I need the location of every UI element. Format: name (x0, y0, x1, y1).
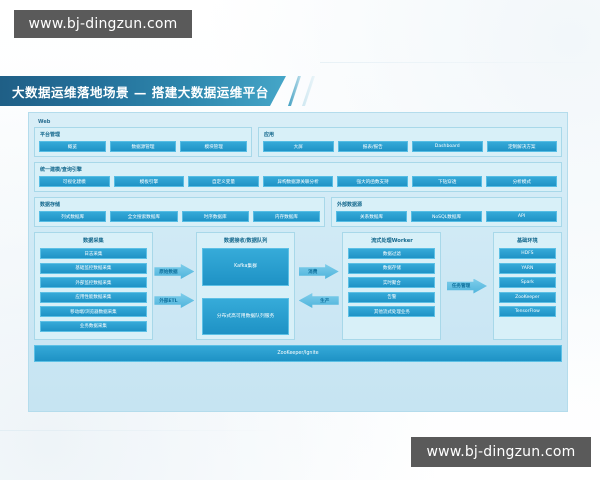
infra-item-spark[interactable]: Spark (498, 277, 556, 288)
architecture-diagram: Web 平台管理 概览 数据源管理 模块管理 应用 大屏 报表/报告 Dashb… (28, 112, 568, 412)
storage-button-timeseries[interactable]: 时序数据库 (181, 211, 249, 222)
data-storage-panel: 数据存储 列式数据库 全文搜索数据库 时序数据库 内存数据库 (34, 197, 325, 227)
external-source-panel: 外部数据源 关系数据库 NoSQL数据库 API (331, 197, 562, 227)
application-button-report[interactable]: 报表/报告 (337, 141, 408, 152)
platform-button-overview[interactable]: 概览 (39, 141, 106, 152)
external-button-rdbms[interactable]: 关系数据库 (336, 211, 407, 222)
data-queue-title: 数据接收/数据队列 (223, 238, 268, 244)
arrow-produce: 生产 (298, 293, 339, 308)
web-layer-label: Web (38, 119, 51, 125)
modeling-engine-panel: 统一建模/查询引擎 可视化建模 模板引擎 自定义变量 异构数据源关联分析 强大的… (34, 162, 562, 192)
platform-management-panel: 平台管理 概览 数据源管理 模块管理 (34, 127, 252, 157)
modeling-button-analysis-mode[interactable]: 分析模式 (486, 176, 558, 187)
storage-button-inmemory[interactable]: 内存数据库 (252, 211, 320, 222)
collection-to-queue-arrows: 原始数据 外部ETL (153, 232, 196, 340)
data-collection-items: 日志采集 基础监控数据采集 外部监控数据采集 应用性能数据采集 移动端/浏览器数… (40, 248, 147, 335)
infra-item-tensorflow[interactable]: TensorFlow (498, 306, 556, 317)
external-source-buttons: 关系数据库 NoSQL数据库 API (336, 211, 557, 222)
watermark-top: www.bj-dingzun.com (14, 10, 192, 38)
banner-slash-icon (302, 76, 315, 106)
modeling-button-functions[interactable]: 强大的函数支持 (337, 176, 408, 187)
infrastructure-title: 基础环境 (516, 238, 538, 244)
banner-title: 大数据运维落地场景 — 搭建大数据运维平台 (0, 76, 286, 106)
collection-item-external-monitor[interactable]: 外部监控数据采集 (40, 277, 147, 288)
infrastructure-column: 基础环境 HDFS YARN Spark ZooKeeper TensorFlo… (492, 232, 562, 340)
application-button-custom-solution[interactable]: 定制解决方案 (486, 141, 557, 152)
background-streak (0, 430, 280, 431)
external-button-nosql[interactable]: NoSQL数据库 (411, 211, 482, 222)
data-queue-blocks: Kafka集群 分布式高可用数据队列服务 (202, 248, 290, 335)
storage-button-fulltext[interactable]: 全文搜索数据库 (110, 211, 178, 222)
data-collection-title: 数据采集 (82, 238, 104, 244)
queue-block-kafka[interactable]: Kafka集群 (202, 248, 290, 286)
stream-processing-title: 流式处理Worker (370, 238, 413, 244)
modeling-engine-title: 统一建模/查询引擎 (40, 167, 82, 173)
infra-item-hdfs[interactable]: HDFS (498, 248, 556, 259)
application-button-dashboard[interactable]: Dashboard (412, 141, 483, 152)
application-panel: 应用 大屏 报表/报告 Dashboard 定制解决方案 (258, 127, 562, 157)
infra-item-yarn[interactable]: YARN (498, 262, 556, 274)
modeling-engine-buttons: 可视化建模 模板引擎 自定义变量 异构数据源关联分析 强大的函数支持 下钻穿透 … (39, 176, 558, 187)
external-button-api[interactable]: API (486, 211, 557, 222)
modeling-button-visual[interactable]: 可视化建模 (39, 176, 110, 187)
infra-item-zookeeper[interactable]: ZooKeeper (498, 291, 556, 303)
arrow-task-management: 任务管理 (447, 278, 488, 294)
external-source-title: 外部数据源 (337, 202, 363, 208)
stream-item-other[interactable]: 其他流式处理业务 (348, 306, 436, 317)
storage-button-columnar[interactable]: 列式数据库 (39, 211, 107, 222)
background-streak (320, 62, 600, 63)
infrastructure-items: HDFS YARN Spark ZooKeeper TensorFlow (498, 248, 556, 335)
arrow-raw-data: 原始数据 (154, 264, 195, 279)
data-storage-buttons: 列式数据库 全文搜索数据库 时序数据库 内存数据库 (39, 211, 320, 222)
application-button-bigscreen[interactable]: 大屏 (263, 141, 334, 152)
stream-item-filter[interactable]: 数据过滤 (348, 248, 436, 259)
data-queue-column: 数据接收/数据队列 Kafka集群 分布式高可用数据队列服务 (196, 232, 296, 340)
stream-to-infra-arrows: 任务管理 (441, 232, 492, 340)
platform-button-module[interactable]: 模块管理 (180, 141, 248, 152)
collection-item-business[interactable]: 业务数据采集 (40, 320, 147, 332)
watermark-bottom: www.bj-dingzun.com (411, 437, 591, 467)
arrow-consume: 消费 (298, 264, 339, 279)
stream-processing-items: 数据过滤 数据存储 实时聚合 告警 其他流式处理业务 (348, 248, 436, 335)
collection-item-log[interactable]: 日志采集 (40, 248, 147, 259)
stream-processing-column: 流式处理Worker 数据过滤 数据存储 实时聚合 告警 其他流式处理业务 (342, 232, 442, 340)
modeling-button-drilldown[interactable]: 下钻穿透 (411, 176, 483, 187)
data-collection-column: 数据采集 日志采集 基础监控数据采集 外部监控数据采集 应用性能数据采集 移动端… (34, 232, 153, 340)
stream-item-realtime-aggregate[interactable]: 实时聚合 (348, 277, 436, 288)
storage-row: 数据存储 列式数据库 全文搜索数据库 时序数据库 内存数据库 外部数据源 关系数… (34, 197, 562, 227)
arrow-external-etl: 外部ETL (154, 293, 195, 308)
modeling-button-template[interactable]: 模板引擎 (113, 176, 185, 187)
bottom-coordination-bar[interactable]: ZooKeeper/Ignite (34, 345, 562, 362)
modeling-button-variable[interactable]: 自定义变量 (188, 176, 259, 187)
web-layer-row: 平台管理 概览 数据源管理 模块管理 应用 大屏 报表/报告 Dashboard… (34, 127, 562, 157)
platform-management-buttons: 概览 数据源管理 模块管理 (39, 141, 248, 152)
collection-item-app-performance[interactable]: 应用性能数据采集 (40, 291, 147, 303)
stream-item-alert[interactable]: 告警 (348, 291, 436, 303)
queue-block-distributed[interactable]: 分布式高可用数据队列服务 (202, 297, 290, 335)
application-title: 应用 (264, 132, 275, 138)
queue-spacer (202, 289, 289, 294)
collection-item-basic-monitor[interactable]: 基础监控数据采集 (40, 262, 147, 274)
collection-item-mobile-browser[interactable]: 移动端/浏览器数据采集 (40, 306, 147, 317)
platform-button-datasource[interactable]: 数据源管理 (109, 141, 177, 152)
pipeline-row: 数据采集 日志采集 基础监控数据采集 外部监控数据采集 应用性能数据采集 移动端… (34, 232, 562, 340)
stream-item-storage[interactable]: 数据存储 (348, 262, 436, 274)
queue-to-stream-arrows: 消费 生产 (295, 232, 342, 340)
application-buttons: 大屏 报表/报告 Dashboard 定制解决方案 (263, 141, 557, 152)
modeling-engine-row: 统一建模/查询引擎 可视化建模 模板引擎 自定义变量 异构数据源关联分析 强大的… (34, 162, 562, 192)
platform-management-title: 平台管理 (40, 132, 61, 138)
modeling-button-heterogeneous[interactable]: 异构数据源关联分析 (262, 176, 334, 187)
data-storage-title: 数据存储 (40, 202, 61, 208)
title-banner: 大数据运维落地场景 — 搭建大数据运维平台 (0, 76, 318, 106)
banner-slash-icon (288, 76, 301, 106)
